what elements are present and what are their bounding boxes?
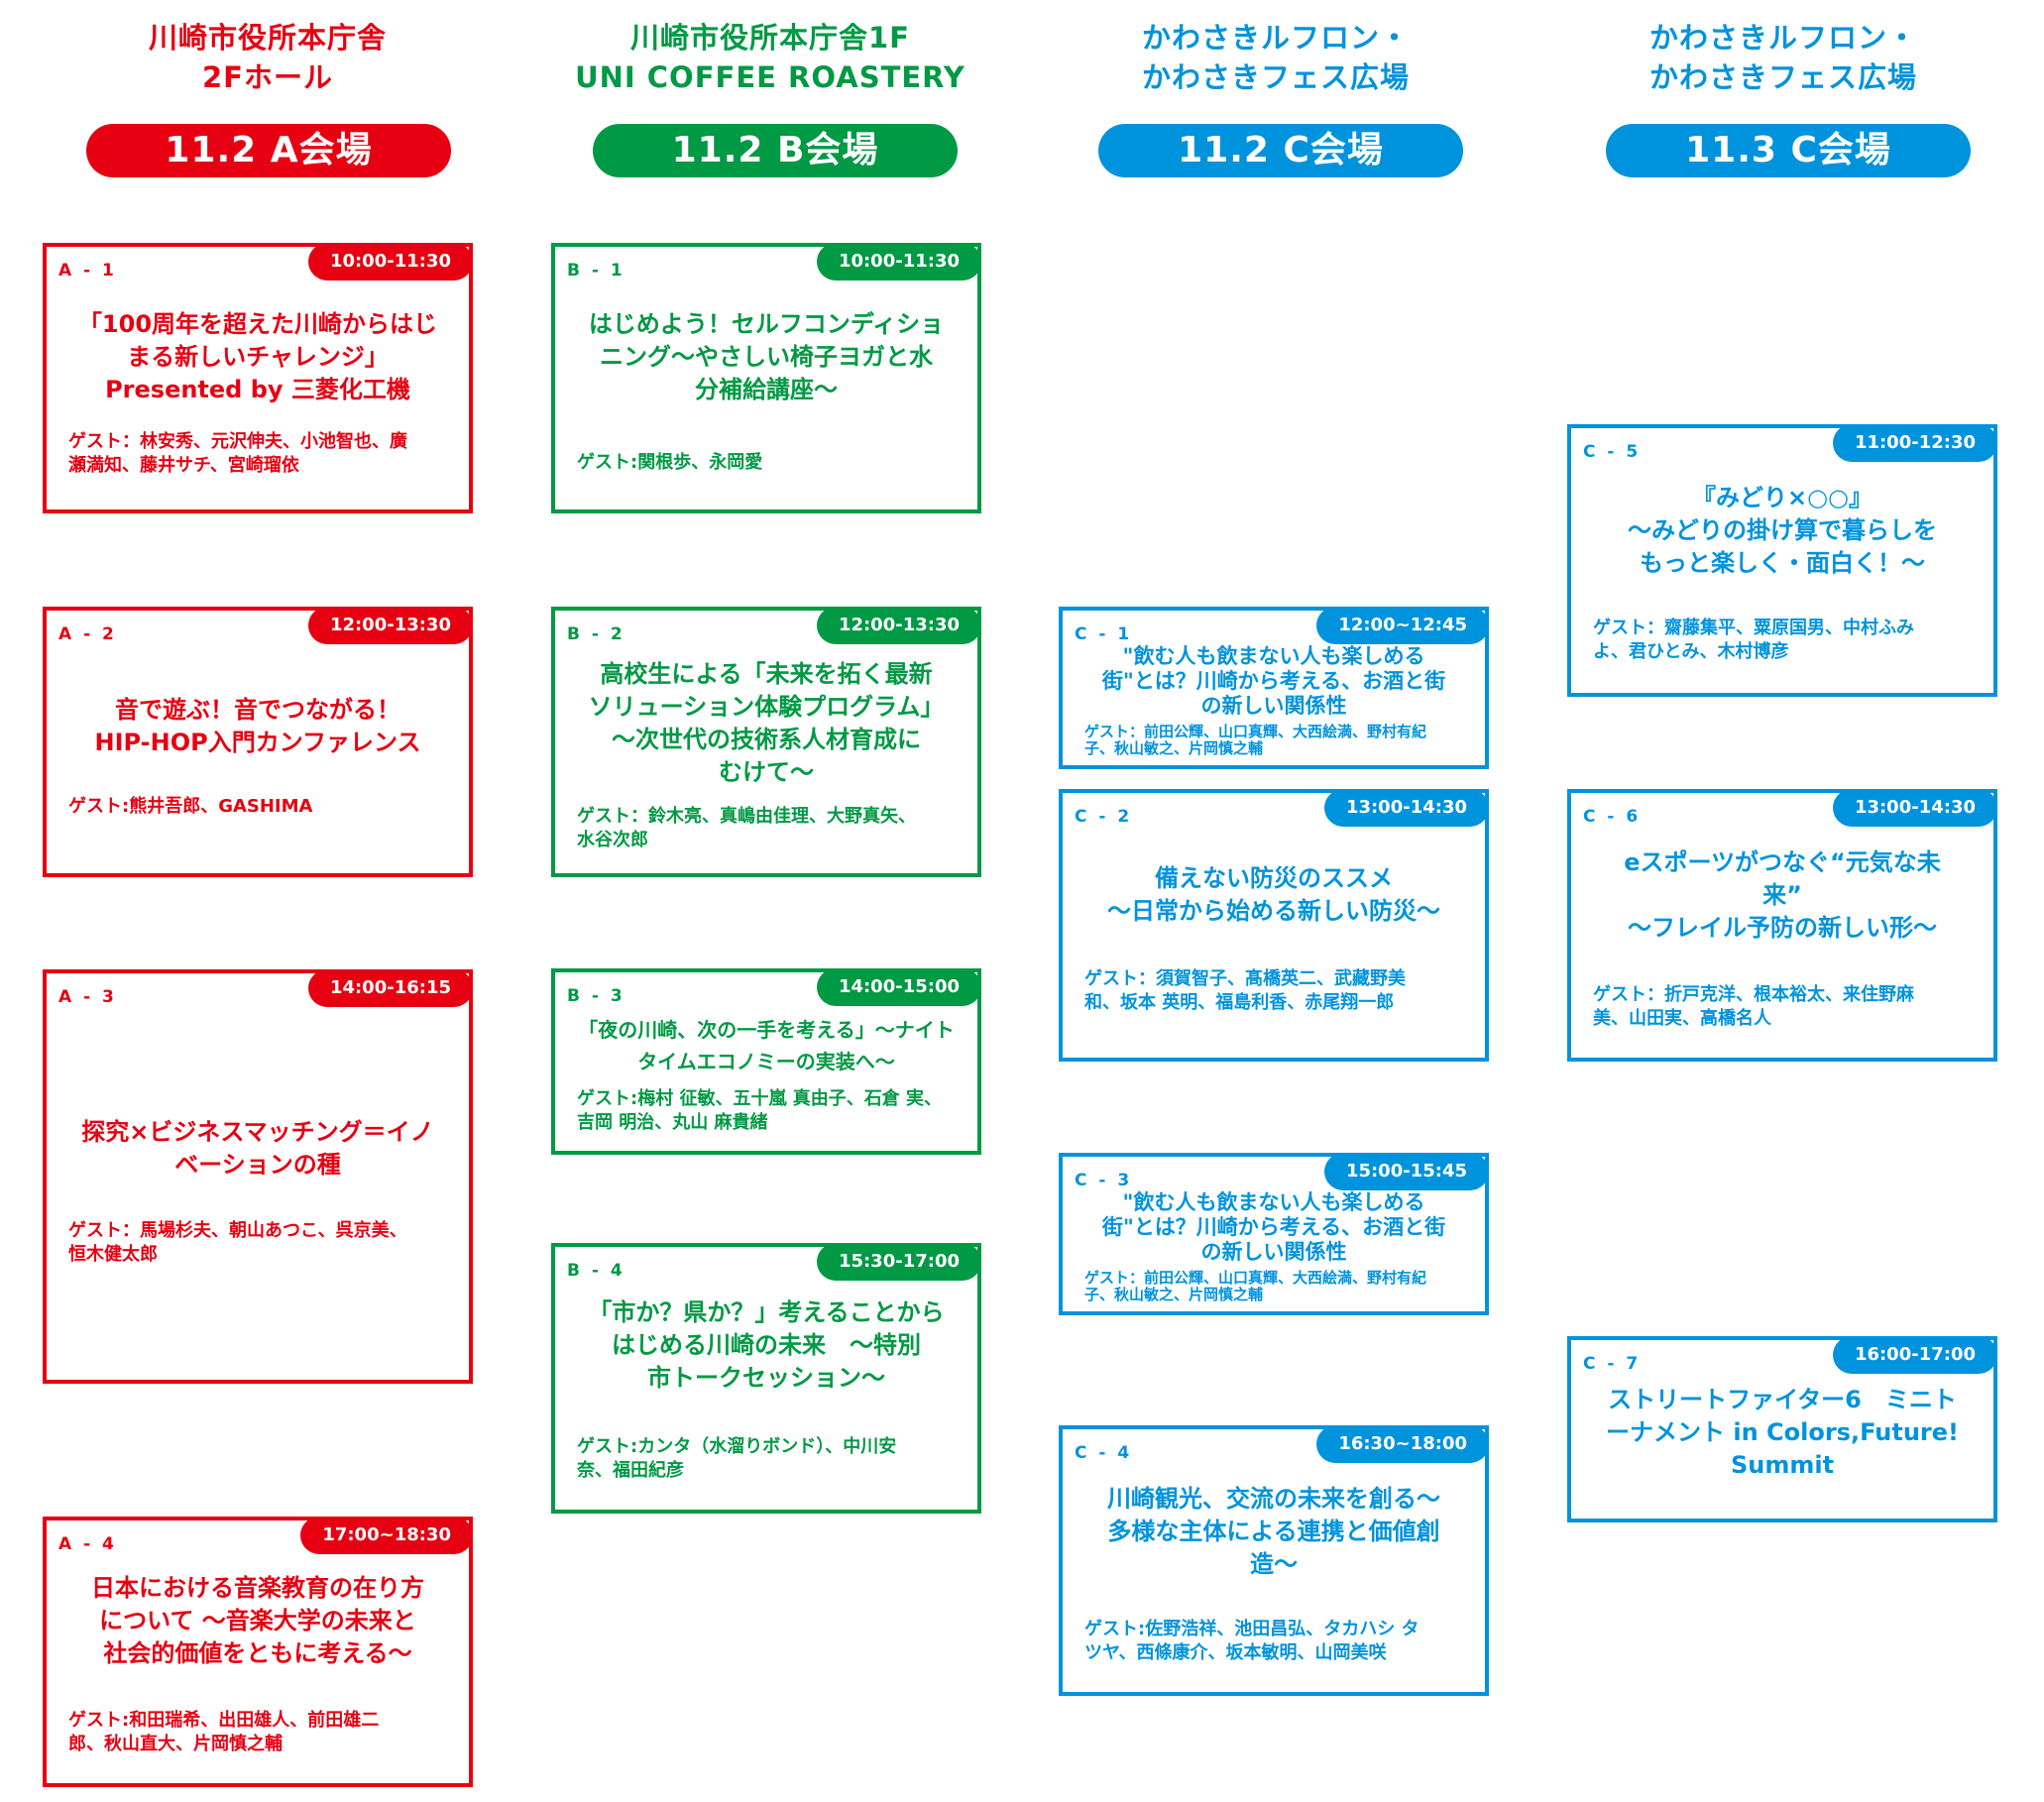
session-card-c3[interactable]: C - 3 15:00-15:45 "飲む人も飲まない人も楽しめる 街"とは？川… [1059,1153,1489,1315]
session-title: 探究×ビジネスマッチング＝イノ ベーションの種 [81,1118,434,1179]
venue-b-label: 11.2 B会場 [593,124,958,177]
session-card-a4[interactable]: A - 4 17:00~18:30 日本における音楽教育の在り方 について ～音… [43,1517,473,1787]
session-title: 「夜の川崎、次の一手を考える」～ナイト タイムエコノミーの実装へ～ [578,1018,955,1073]
session-guests: ゲスト:関根歩、永岡愛 [577,452,763,473]
session-card-c6[interactable]: C - 6 13:00-14:30 eスポーツがつなぐ“元気な未 来” ～フレイ… [1567,789,1997,1062]
session-guests: ゲスト：鈴木亮、真嶋由佳理、大野真矢、 水谷次郎 [577,806,916,850]
session-title: 音で遊ぶ！音でつながる！ HIP-HOP入門カンファレンス [94,696,421,756]
session-card-b1[interactable]: B - 1 10:00-11:30 はじめよう！セルフコンディショ ニング～やさ… [551,243,981,513]
time-badge: 15:30-17:00 [816,1243,981,1281]
session-title: "飲む人も飲まない人も楽しめる 街"とは？川崎から考える、お酒と街 の新しい関係… [1101,644,1446,718]
session-guests: ゲスト:熊井吾郎、GASHIMA [68,796,313,817]
time-badge: 12:00~12:45 [1316,607,1489,644]
session-title: 川崎観光、交流の未来を創る～ 多様な主体による連携と価値創 造～ [1107,1485,1440,1578]
session-code: A - 3 [58,987,117,1007]
session-card-b2[interactable]: B - 2 12:00-13:30 高校生による「未来を拓く最新 ソリューション… [551,607,981,877]
time-badge: 12:00-13:30 [307,607,473,644]
session-card-a3[interactable]: A - 3 14:00-16:15 探究×ビジネスマッチング＝イノ ベーションの… [43,969,473,1384]
session-code: C - 1 [1075,624,1133,644]
session-title: eスポーツがつなぐ“元気な未 来” ～フレイル予防の新しい形～ [1624,848,1941,942]
session-code: C - 2 [1075,807,1133,827]
session-code: A - 4 [58,1534,117,1554]
time-badge: 17:00~18:30 [300,1517,473,1554]
session-card-c1[interactable]: C - 1 12:00~12:45 "飲む人も飲まない人も楽しめる 街"とは？川… [1059,607,1489,769]
session-guests: ゲスト：折戸克洋、根本裕太、来住野麻 美、山田実、高橋名人 [1593,984,1914,1029]
session-card-c7[interactable]: C - 7 16:00-17:00 ストリートファイター6 ミニト ーナメント … [1567,1336,1997,1522]
session-guests: ゲスト:梅村 征敏、五十嵐 真由子、石倉 実、 吉岡 明治、丸山 麻貴緒 [577,1088,942,1133]
session-guests: ゲスト:カンタ（水溜りボンド）、中川安 奈、福田紀彦 [577,1436,897,1481]
session-title: 『みどり×○○』 ～みどりの掛け算で暮らしを もっと楽しく・面白く！～ [1628,484,1937,577]
session-code: C - 3 [1075,1171,1133,1190]
time-badge: 10:00-11:30 [307,243,473,281]
session-code: B - 2 [567,624,625,644]
session-card-a2[interactable]: A - 2 12:00-13:30 音で遊ぶ！音でつながる！ HIP-HOP入門… [43,607,473,877]
session-guests: ゲスト：馬場杉夫、朝山あつこ、呉京美、 恒木健太郎 [68,1220,407,1265]
session-card-b3[interactable]: B - 3 14:00-15:00 「夜の川崎、次の一手を考える」～ナイト タイ… [551,968,981,1155]
session-code: B - 1 [567,261,625,281]
venue-c-day1-heading: かわさきルフロン・ かわさきフェス広場 [1141,21,1410,94]
session-code: C - 6 [1583,807,1642,827]
session-code: B - 3 [567,986,625,1006]
session-title: "飲む人も飲まない人も楽しめる 街"とは？川崎から考える、お酒と街 の新しい関係… [1101,1190,1446,1264]
session-guests: ゲスト：齋藤集平、粟原国男、中村ふみ よ、君ひとみ、木村博彦 [1593,618,1914,662]
session-title: 日本における音楽教育の在り方 について ～音楽大学の未来と 社会的価値をともに考… [91,1574,424,1667]
time-badge: 13:00-14:30 [1323,789,1489,827]
session-title: はじめよう！セルフコンディショ ニング～やさしい椅子ヨガと水 分補給講座～ [588,310,945,403]
venue-a-heading: 川崎市役所本庁舎 2Fホール [148,21,387,94]
time-badge: 14:00-16:15 [307,969,473,1007]
session-title: 「市か？県か？」考えることから はじめる川崎の未来 ～特別 市トークセッション～ [588,1298,945,1392]
venue-a-label: 11.2 A会場 [86,124,451,177]
session-guests: ゲスト:佐野浩祥、池田昌弘、タカハシ タ ツヤ、西條康介、坂本敏明、山岡美咲 [1084,1619,1419,1663]
time-badge: 13:00-14:30 [1832,789,1997,827]
time-badge: 12:00-13:30 [816,607,981,644]
session-card-a1[interactable]: A - 1 10:00-11:30 「100周年を超えた川崎からはじ まる新しい… [43,243,473,513]
session-guests: ゲスト：前田公輝、山口真輝、大西絵満、野村有紀 子、秋山敏之、片岡慎之輔 [1084,723,1427,757]
session-code: B - 4 [567,1261,625,1281]
time-badge: 14:00-15:00 [816,968,981,1006]
venue-c-day1-label: 11.2 C会場 [1098,124,1463,177]
session-code: C - 4 [1075,1443,1133,1463]
session-code: A - 1 [58,261,117,281]
session-code: C - 7 [1583,1354,1642,1374]
session-card-c5[interactable]: C - 5 11:00-12:30 『みどり×○○』 ～みどりの掛け算で暮らしを… [1567,424,1997,697]
session-title: 「100周年を超えた川崎からはじ まる新しいチャレンジ」 Presented b… [77,310,438,403]
session-card-b4[interactable]: B - 4 15:30-17:00 「市か？県か？」考えることから はじめる川崎… [551,1243,981,1514]
venue-b-heading: 川崎市役所本庁舎1F UNI COFFEE ROASTERY [575,21,965,94]
time-badge: 15:00-15:45 [1323,1153,1489,1190]
session-card-c4[interactable]: C - 4 16:30~18:00 川崎観光、交流の未来を創る～ 多様な主体によ… [1059,1425,1489,1696]
time-badge: 16:00-17:00 [1832,1336,1997,1374]
session-guests: ゲスト：須賀智子、髙橋英二、武藏野美 和、坂本 英明、福島利香、赤尾翔一郎 [1084,968,1406,1013]
time-badge: 16:30~18:00 [1316,1425,1489,1463]
session-guests: ゲスト：前田公輝、山口真輝、大西絵満、野村有紀 子、秋山敏之、片岡慎之輔 [1084,1269,1427,1303]
session-title: ストリートファイター6 ミニト ーナメント in Colors,Future! … [1606,1386,1959,1479]
session-guests: ゲスト：林安秀、元沢伸夫、小池智也、廣 瀬満知、藤井サチ、宮崎瑠依 [68,431,407,476]
session-code: A - 2 [58,624,117,644]
session-card-c2[interactable]: C - 2 13:00-14:30 備えない防災のススメ ～日常から始める新しい… [1059,789,1489,1062]
time-badge: 11:00-12:30 [1832,424,1997,462]
venue-c-day2-heading: かわさきルフロン・ かわさきフェス広場 [1648,21,1917,94]
venue-c-day2-label: 11.3 C会場 [1606,124,1971,177]
time-badge: 10:00-11:30 [816,243,981,281]
session-title: 高校生による「未来を拓く最新 ソリューション体験プログラム」 ～次世代の技術系人… [588,660,945,786]
session-title: 備えない防災のススメ ～日常から始める新しい防災～ [1107,864,1440,925]
session-code: C - 5 [1583,442,1642,462]
session-guests: ゲスト:和田瑞希、出田雄人、前田雄二 郎、秋山直大、片岡慎之輔 [68,1710,380,1754]
